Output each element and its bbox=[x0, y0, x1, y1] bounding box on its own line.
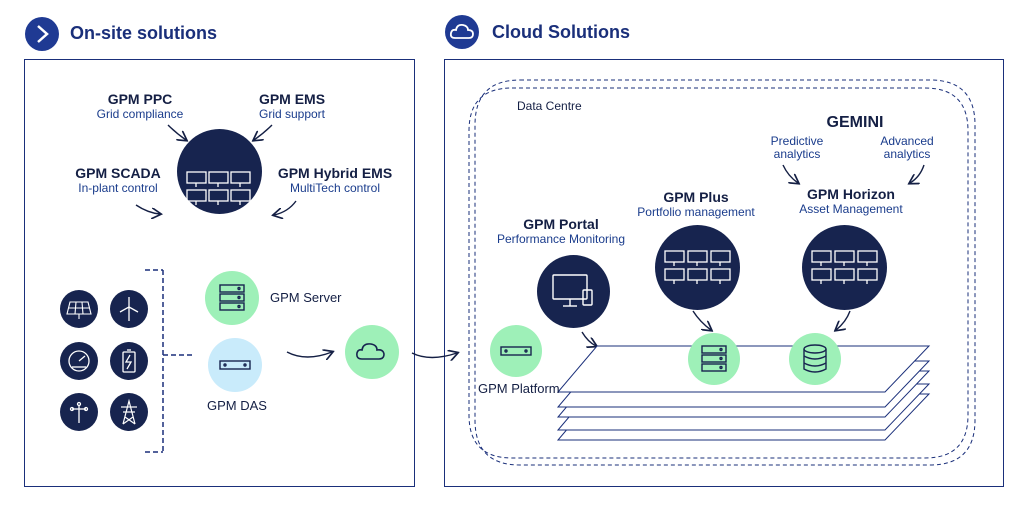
portal-desc: Performance Monitoring bbox=[496, 232, 626, 246]
ems-desc: Grid support bbox=[258, 107, 326, 121]
onsite-title: On-site solutions bbox=[70, 23, 218, 43]
power-tower-icon bbox=[110, 393, 148, 431]
scada-desc: In-plant control bbox=[78, 181, 158, 195]
gpm-server-label: GPM Server bbox=[270, 290, 342, 305]
cloud-panel bbox=[444, 59, 1004, 487]
sensor-icon bbox=[60, 393, 98, 431]
plus-desc: Portfolio management bbox=[637, 205, 755, 219]
gauge-icon bbox=[60, 342, 98, 380]
portal-name: GPM Portal bbox=[523, 216, 599, 232]
cloud-title: Cloud Solutions bbox=[492, 22, 630, 42]
data-centre-label: Data Centre bbox=[517, 99, 582, 113]
gpm-platform-icon bbox=[490, 325, 542, 377]
horizon-name: GPM Horizon bbox=[807, 186, 895, 202]
control-room-icon bbox=[177, 129, 262, 214]
chevron-right-icon bbox=[25, 17, 59, 51]
scada-name: GPM SCADA bbox=[75, 165, 161, 181]
wind-turbine-icon bbox=[110, 290, 148, 328]
plus-name: GPM Plus bbox=[663, 189, 729, 205]
battery-icon bbox=[110, 342, 148, 380]
gpm-server-icon bbox=[205, 271, 259, 325]
solar-panel-icon bbox=[60, 290, 98, 328]
cloud-icon bbox=[445, 15, 479, 49]
gemini-left: Predictive analytics bbox=[770, 134, 824, 161]
gemini-title: GEMINI bbox=[826, 114, 884, 131]
onsite-panel bbox=[24, 59, 415, 487]
hybrid-desc: MultiTech control bbox=[289, 181, 381, 195]
connector-cloud-icon bbox=[345, 325, 399, 379]
gemini-right: Advanced analytics bbox=[880, 134, 934, 161]
portal-monitor-icon bbox=[537, 255, 610, 328]
gpm-platform-label: GPM Platform bbox=[478, 381, 560, 396]
gpm-das-label: GPM DAS bbox=[207, 398, 267, 413]
ppc-name: GPM PPC bbox=[107, 91, 173, 107]
gpm-das-icon bbox=[208, 338, 262, 392]
hybrid-name: GPM Hybrid EMS bbox=[277, 165, 393, 181]
ems-name: GPM EMS bbox=[258, 91, 326, 107]
database-icon bbox=[789, 333, 841, 385]
horizon-monitors-icon bbox=[802, 225, 887, 310]
horizon-desc: Asset Management bbox=[799, 202, 903, 216]
platform-server-icon bbox=[688, 333, 740, 385]
ppc-desc: Grid compliance bbox=[96, 107, 184, 121]
plus-monitors-icon bbox=[655, 225, 740, 310]
